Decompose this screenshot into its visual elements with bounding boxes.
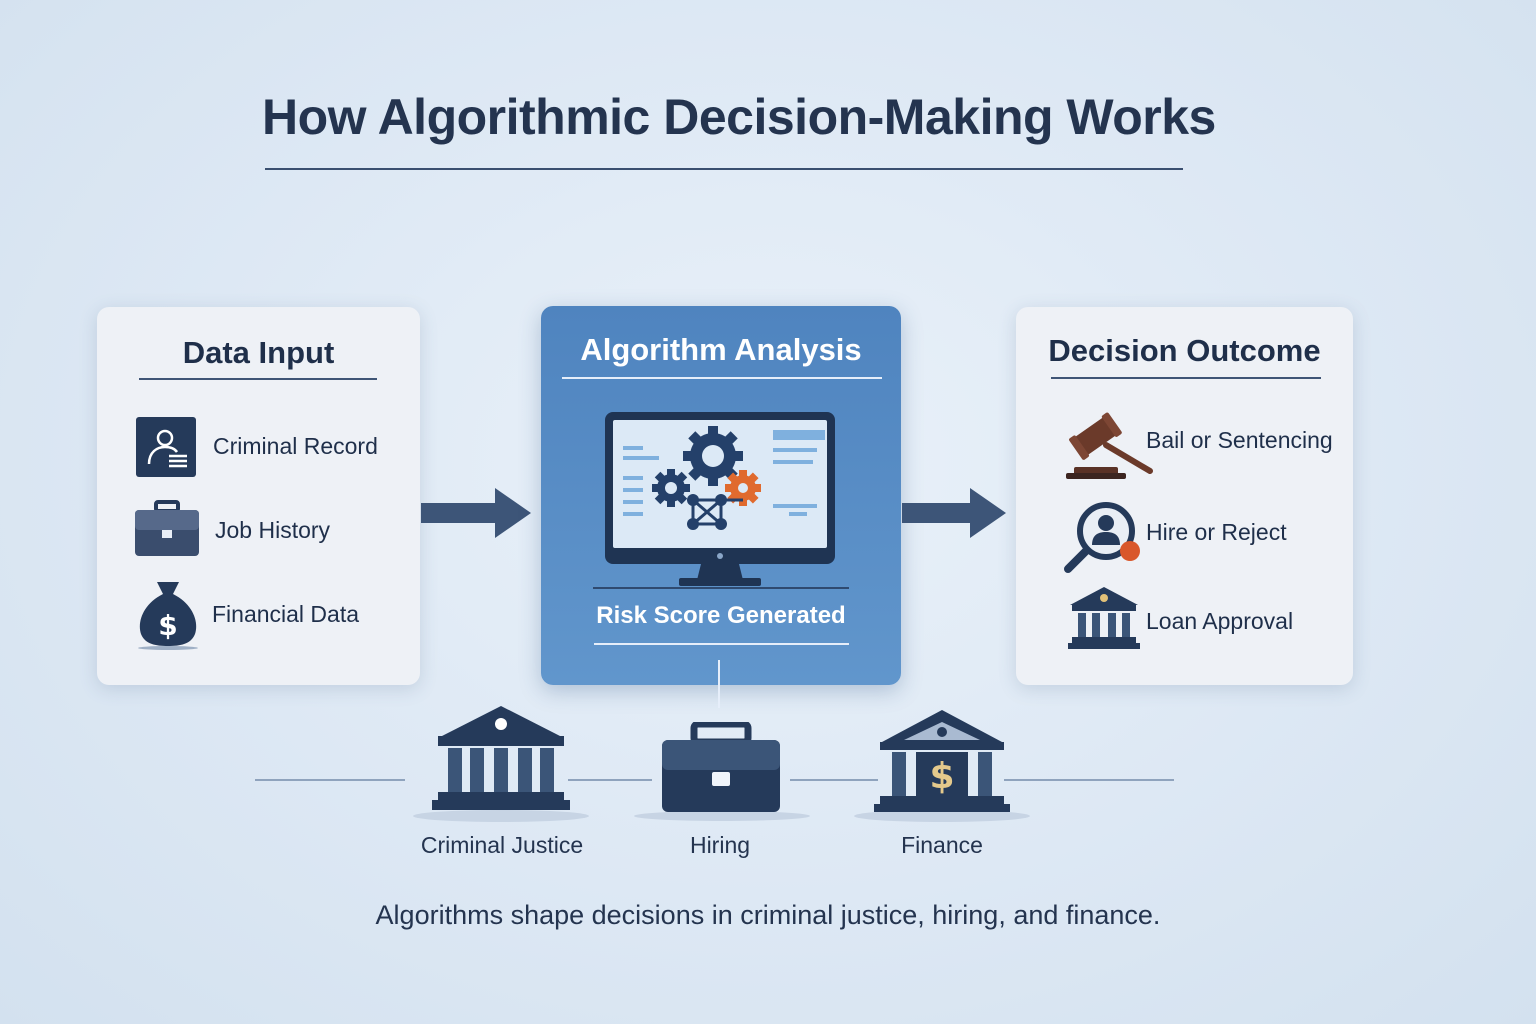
data-input-divider [139, 378, 377, 380]
sector-connector-mid-left [568, 779, 652, 781]
algorithm-analysis-heading: Algorithm Analysis [580, 332, 862, 367]
decision-outcome-heading: Decision Outcome [1048, 333, 1321, 368]
input-item-financial-data: Financial Data [212, 601, 360, 627]
magnifier-person-icon [1064, 502, 1140, 573]
criminal-record-icon [136, 417, 196, 477]
sector-connector-left [255, 779, 405, 781]
money-bag-icon: $ [138, 582, 198, 650]
decision-outcome-divider [1051, 377, 1321, 379]
input-item-criminal-record: Criminal Record [213, 433, 378, 459]
algorithm-analysis-card: Algorithm Analysis [541, 306, 901, 685]
outcome-item-loan-approval: Loan Approval [1146, 608, 1294, 634]
sector-connector-mid-right [790, 779, 878, 781]
outcome-item-bail-sentencing: Bail or Sentencing [1146, 427, 1333, 453]
gavel-icon [1066, 412, 1153, 479]
decision-outcome-card: Decision Outcome Bail or Sentencing Hire… [1016, 307, 1353, 685]
algorithm-analysis-divider [562, 377, 882, 379]
analysis-connector-line [718, 660, 720, 708]
briefcase-icon [135, 500, 199, 556]
svg-text:$: $ [929, 756, 954, 797]
computer-gears-icon [593, 412, 849, 589]
bank-icon [1068, 587, 1140, 649]
sector-label-finance: Finance [901, 832, 983, 858]
courthouse-icon [413, 706, 589, 822]
arrow-analysis-to-outcome [902, 488, 1006, 538]
outcome-item-hire-reject: Hire or Reject [1146, 519, 1287, 545]
bank-dollar-icon: $ [854, 710, 1030, 822]
arrow-input-to-analysis [421, 488, 531, 538]
sector-label-criminal-justice: Criminal Justice [420, 832, 584, 858]
risk-score-divider [594, 643, 849, 645]
sector-label-hiring: Hiring [689, 832, 751, 858]
data-input-card: Data Input Criminal Record Job History $… [97, 307, 420, 685]
caption-text: Algorithms shape decisions in criminal j… [375, 900, 1161, 930]
hiring-briefcase-icon [634, 722, 810, 821]
input-item-job-history: Job History [215, 517, 331, 543]
page-title: How Algorithmic Decision-Making Works [262, 89, 1216, 145]
sector-connector-right [1004, 779, 1174, 781]
title-divider [265, 168, 1183, 170]
data-input-heading: Data Input [182, 335, 335, 370]
risk-score-label: Risk Score Generated [596, 602, 846, 629]
svg-text:$: $ [158, 609, 177, 642]
